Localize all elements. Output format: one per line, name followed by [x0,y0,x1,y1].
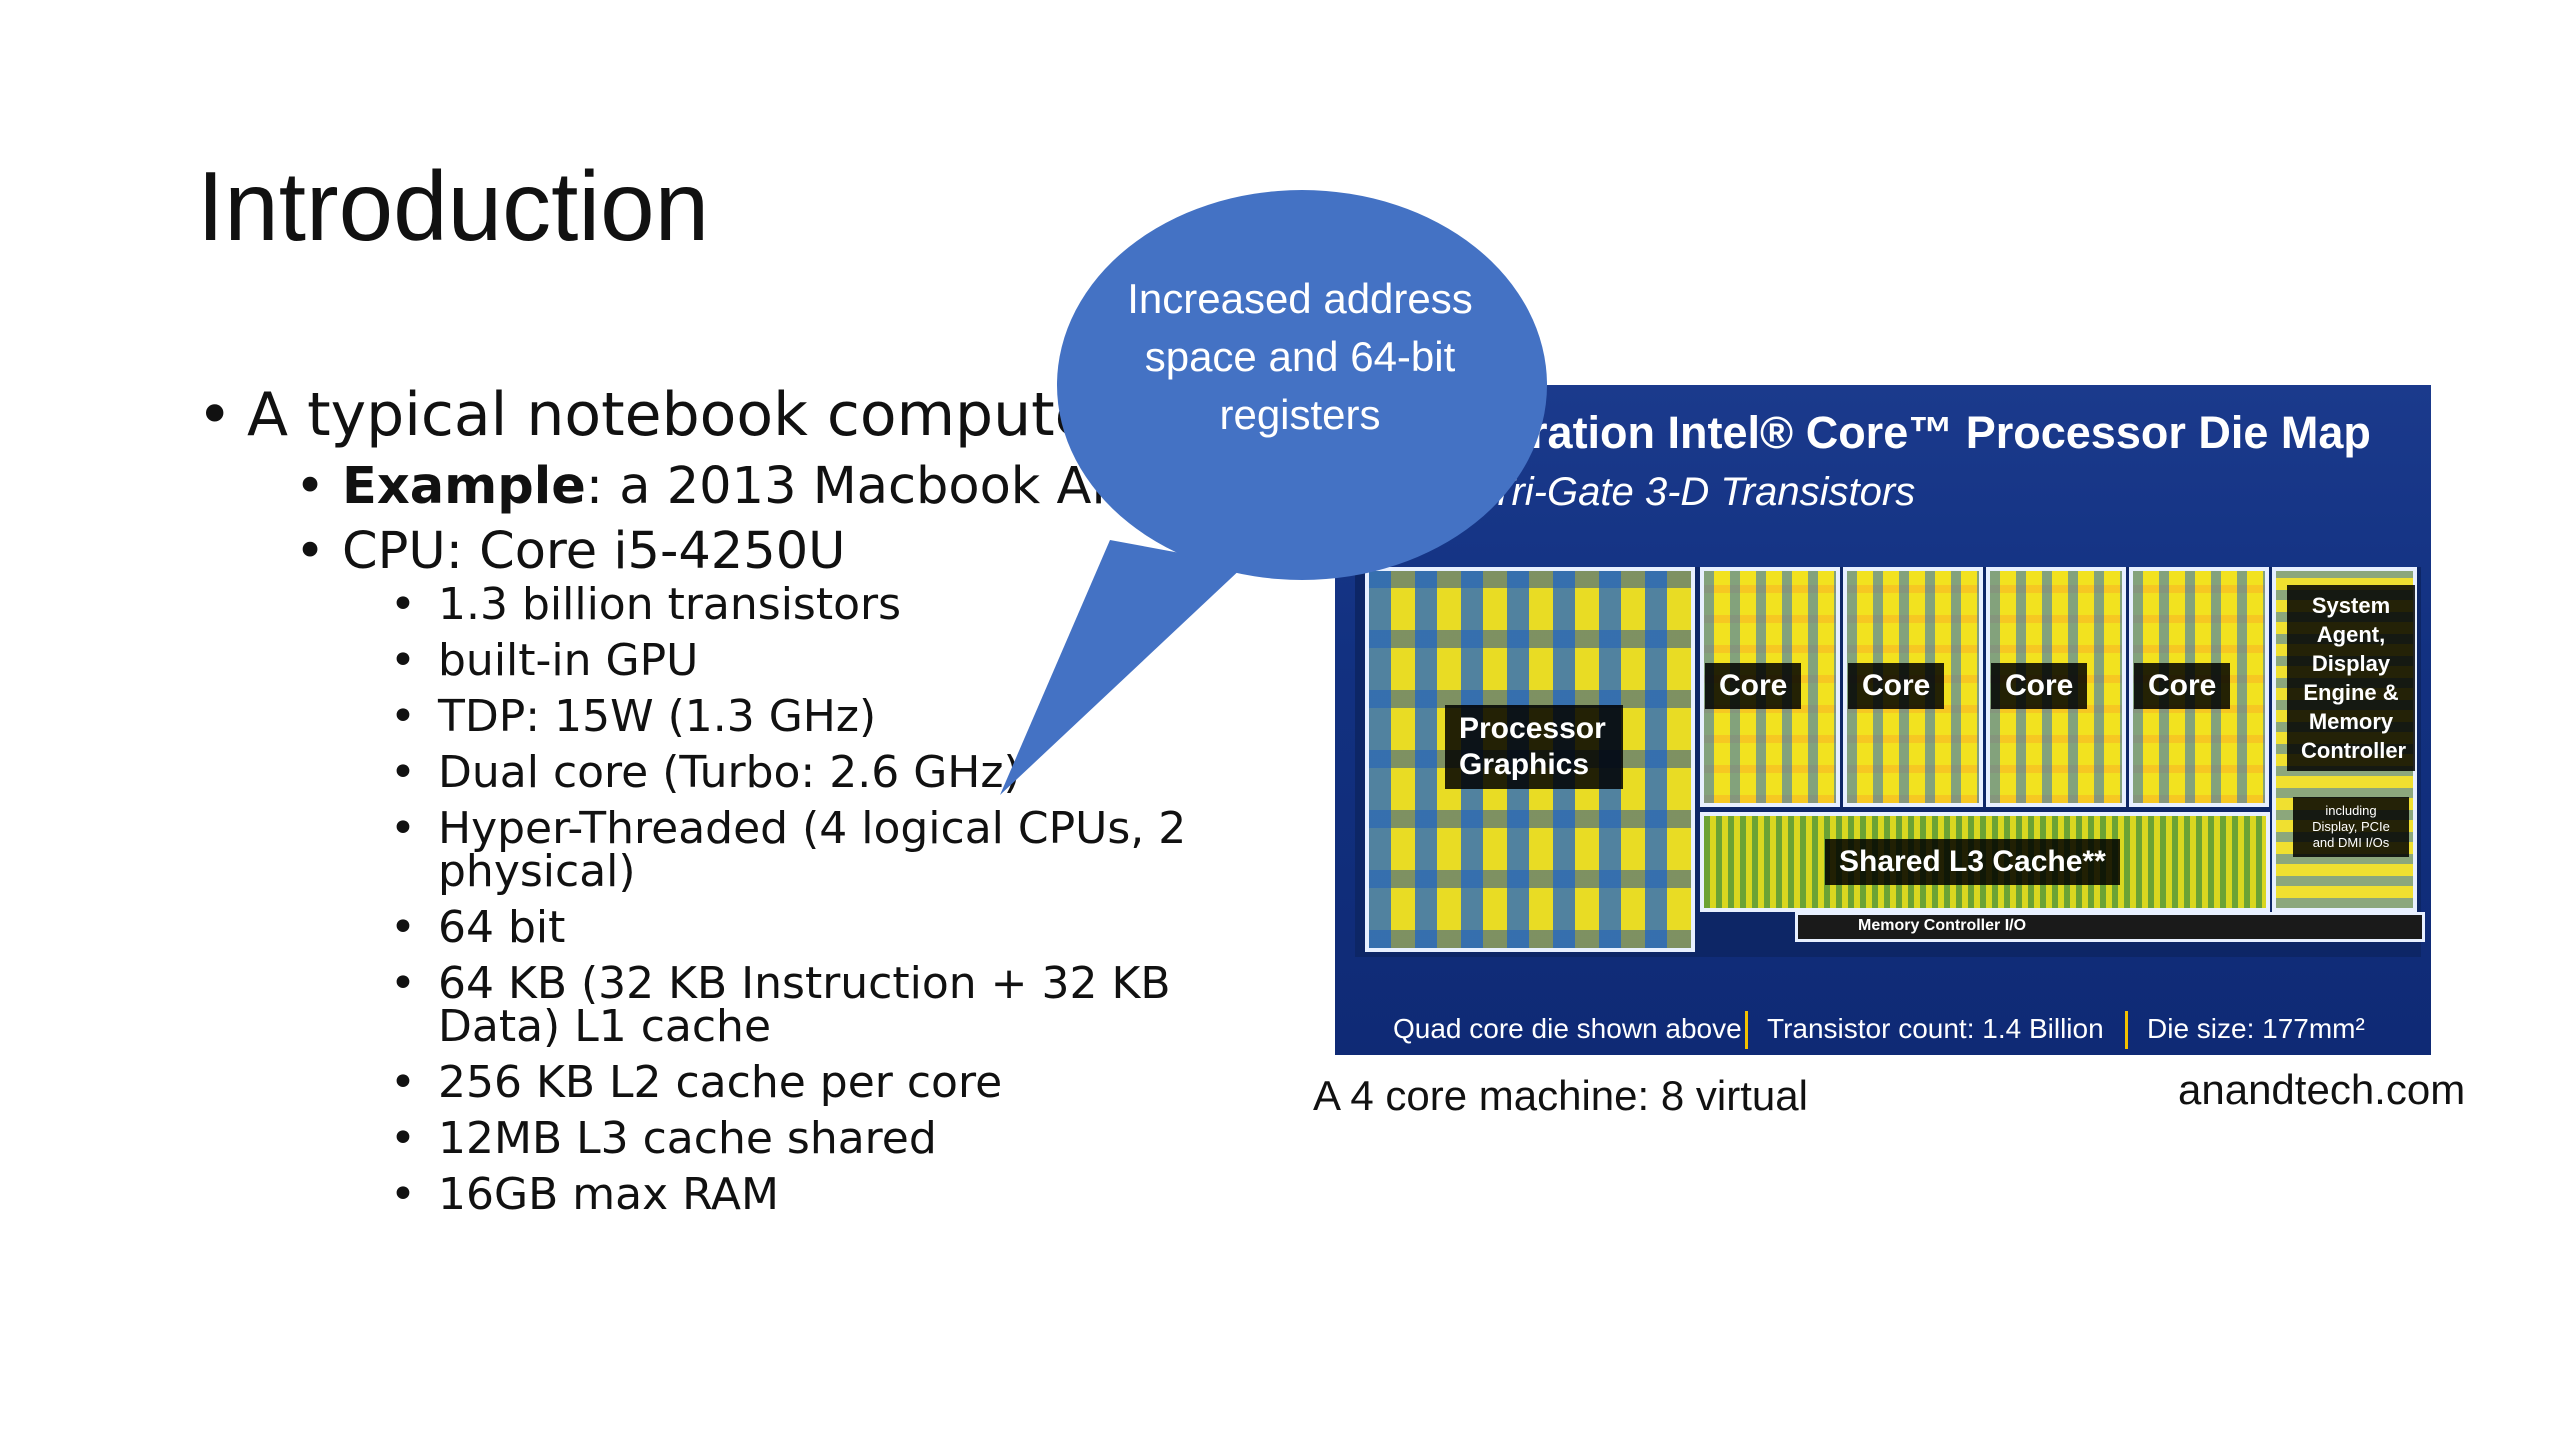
detail-max-ram: 16GB max RAM [390,1173,1270,1217]
die-map-footer: Quad core die shown above Transistor cou… [1335,1005,2431,1055]
memory-controller-io: Memory Controller I/O [1795,912,2425,942]
footer-separator-1 [1745,1011,1748,1049]
core-label-4: Core [2134,663,2231,709]
l3-cache-label: Shared L3 Cache** [1825,839,2120,885]
core-label-3: Core [1991,663,2088,709]
detail-l2-cache: 256 KB L2 cache per core [390,1061,1270,1105]
detail-transistors: 1.3 billion transistors [390,583,1270,627]
memio-label: Memory Controller I/O [1858,917,2027,934]
core-block-1 [1700,567,1840,807]
caption-source: anandtech.com [2178,1066,2466,1113]
core-label-1: Core [1705,663,1802,709]
bullet-cpu: CPU: Core i5-4250U [295,522,1127,581]
footer-quad-core: Quad core die shown above [1393,1013,1742,1044]
detail-gpu: built-in GPU [390,639,1270,683]
die-map-header: eration Intel® Core™ Processor Die Map [1505,407,2371,458]
bullet-list-level2: Example: a 2013 Macbook Air CPU: Core i5… [295,457,1127,587]
die-layout: Processor Graphics Core Core Core Core S… [1355,567,2425,957]
footer-transistor-count: Transistor count: 1.4 Billion [1767,1013,2104,1044]
gpu-label: Processor Graphics [1445,705,1623,789]
detail-hyperthreaded: Hyper-Threaded (4 logical CPUs, 2 physic… [390,807,1270,894]
system-agent-sublabel: including Display, PCIe and DMI I/Os [2293,797,2409,857]
l3-cache-block [1700,812,2270,912]
detail-l1-cache: 64 KB (32 KB Instruction + 32 KB Data) L… [390,962,1270,1049]
bullet-list-level3: 1.3 billion transistors built-in GPU TDP… [390,583,1270,1229]
footer-die-size: Die size: 177mm² [2147,1013,2365,1044]
system-agent-label: System Agent, Display Engine & Memory Co… [2287,585,2415,771]
detail-l3-cache: 12MB L3 cache shared [390,1117,1270,1161]
bullet-list-level1: A typical notebook computer [197,380,1116,450]
example-bold-label: Example [342,457,586,516]
bullet-notebook: A typical notebook computer [197,380,1116,450]
detail-dual-core: Dual core (Turbo: 2.6 GHz) [390,751,1270,795]
example-text: : a 2013 Macbook Air [585,457,1127,516]
die-map-subheader: Tri-Gate 3-D Transistors [1490,470,1916,514]
core-label-2: Core [1848,663,1945,709]
caption-4-core: A 4 core machine: 8 virtual [1313,1072,1808,1119]
detail-64bit: 64 bit [390,906,1270,950]
detail-tdp: TDP: 15W (1.3 GHz) [390,695,1270,739]
callout-text: Increased address space and 64-bit regis… [1127,275,1473,438]
die-map-image: eration Intel® Core™ Processor Die Map T… [1335,385,2431,1055]
slide-title: Introduction [197,151,710,261]
footer-separator-2 [2125,1011,2128,1049]
bullet-example: Example: a 2013 Macbook Air [295,457,1127,516]
